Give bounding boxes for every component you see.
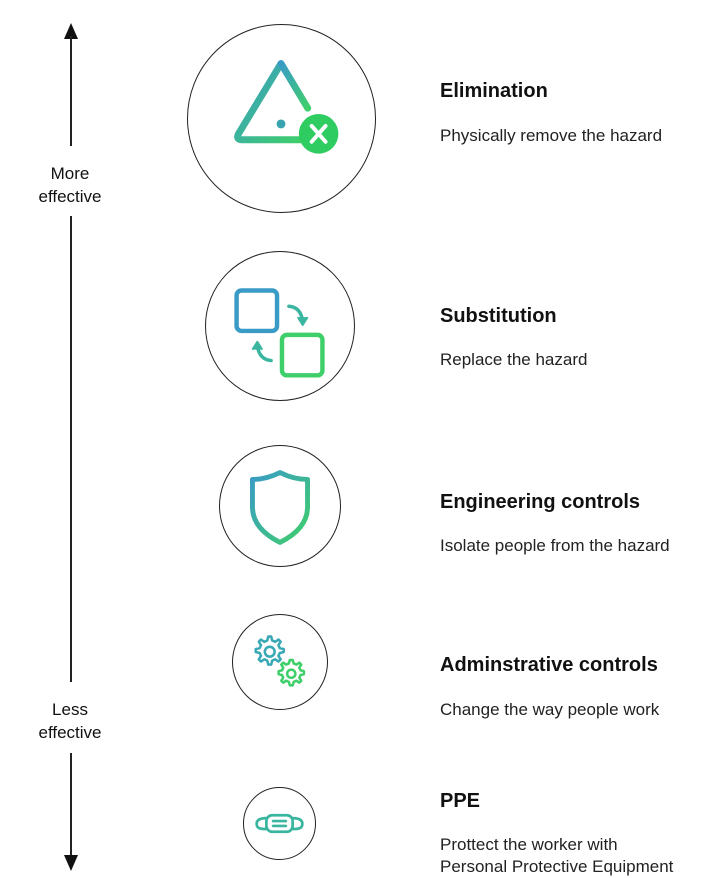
less-effective-label-line-2: effective: [38, 723, 102, 742]
swap-squares-icon: [234, 288, 325, 378]
less-effective-label-line-1: Less: [52, 700, 88, 719]
less-effective-label: Less effective: [20, 698, 120, 744]
engineering-controls-description: Isolate people from the hazard: [440, 535, 712, 557]
more-effective-label-line-1: More: [50, 164, 90, 183]
elimination-title: Elimination: [440, 80, 548, 102]
axis-line-middle: [70, 216, 72, 682]
ppe-circle: [243, 787, 316, 860]
substitution-description-line: Replace the hazard: [440, 350, 588, 369]
engineering-controls-title: Engineering controls: [440, 491, 641, 513]
ppe-description-line-1: Prottect the worker with: [440, 835, 618, 854]
ppe-title: PPE: [440, 790, 481, 812]
administrative-controls-description-line: Change the way people work: [440, 700, 660, 719]
face-mask-icon: [255, 813, 304, 834]
elimination-description-line: Physically remove the hazard: [440, 126, 663, 145]
ppe-description: Prottect the worker with Personal Protec…: [440, 834, 712, 878]
shield-icon: [250, 470, 310, 545]
engineering-controls-description-line: Isolate people from the hazard: [440, 536, 670, 555]
engineering-controls-circle: [219, 445, 341, 567]
arrow-down-icon: [64, 855, 78, 871]
hazard-warning-x-icon: [234, 60, 339, 154]
substitution-circle: [205, 251, 355, 401]
administrative-controls-title: Adminstrative controls: [440, 654, 658, 676]
elimination-description: Physically remove the hazard: [440, 125, 712, 147]
more-effective-label-line-2: effective: [38, 187, 102, 206]
substitution-title: Substitution: [440, 305, 557, 327]
administrative-controls-circle: [232, 614, 328, 710]
more-effective-label: More effective: [20, 162, 120, 208]
axis-line-top: [70, 36, 72, 146]
gears-icon: [254, 635, 306, 687]
elimination-circle: [187, 24, 376, 213]
axis-line-bottom: [70, 753, 72, 857]
arrow-up-icon: [64, 23, 78, 39]
administrative-controls-description: Change the way people work: [440, 699, 712, 721]
ppe-description-line-2: Personal Protective Equipment: [440, 857, 674, 876]
substitution-description: Replace the hazard: [440, 349, 712, 371]
